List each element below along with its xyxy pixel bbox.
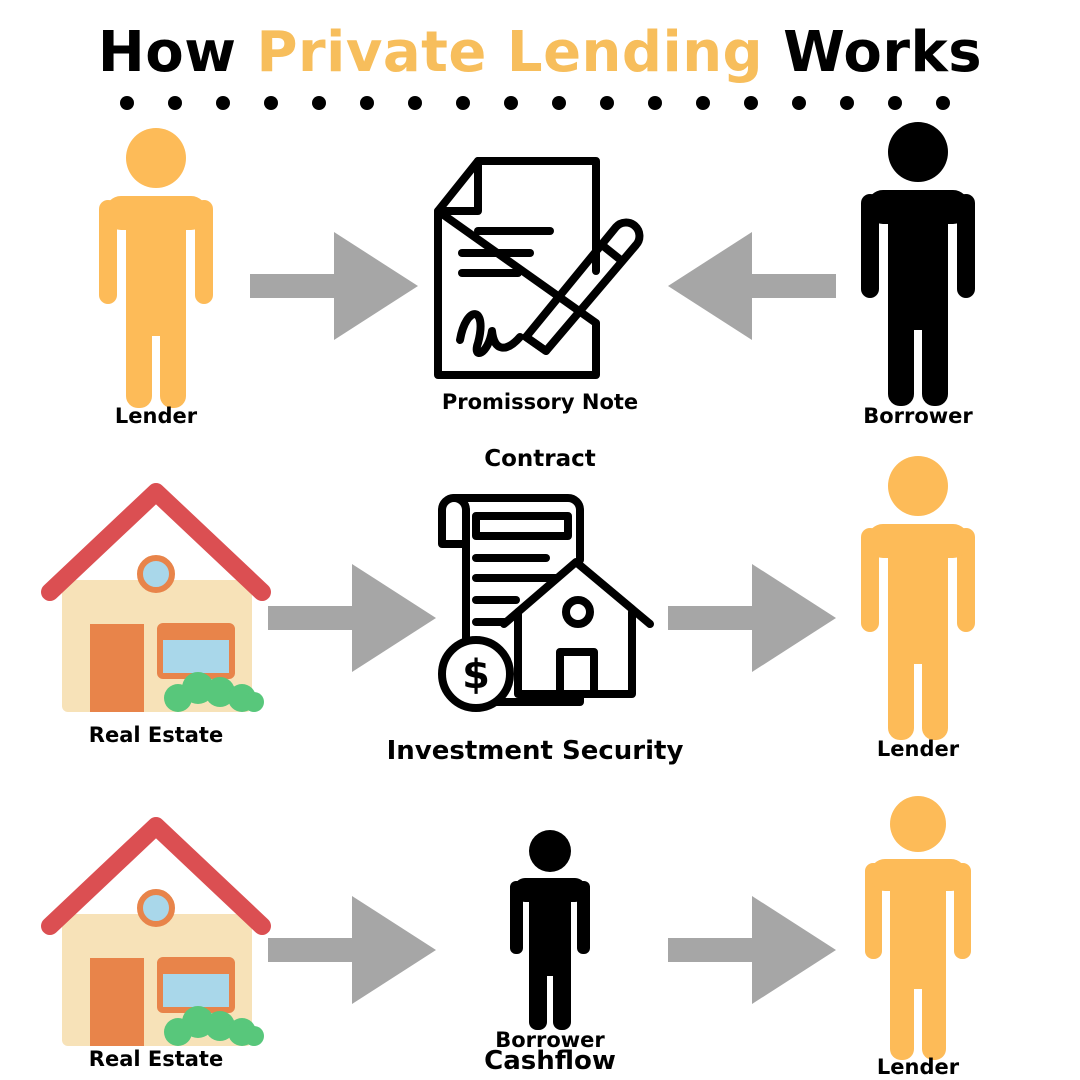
row2-left-label: Real Estate [88, 723, 224, 747]
lender-person-icon [865, 796, 971, 1060]
arrow-right-icon [268, 564, 436, 672]
row1-center-label: Promissory Note [441, 390, 639, 414]
arrow-right-icon [268, 896, 436, 1004]
row3-left-label: Real Estate [88, 1047, 224, 1071]
arrow-right-icon [668, 896, 836, 1004]
title-suffix: Works [783, 20, 983, 85]
arrow-left-icon [668, 232, 836, 340]
lender-person-icon [861, 456, 975, 740]
title-highlight: Private Lending [256, 20, 764, 85]
borrower-person-icon [861, 122, 975, 406]
row3-center-label: Borrower [495, 1028, 605, 1052]
signed-document-icon [434, 157, 644, 379]
arrow-right-icon [668, 564, 836, 672]
svg-text:$: $ [462, 652, 490, 698]
row3-center-sublabel: Cashflow [484, 1046, 616, 1076]
lender-person-icon [99, 128, 213, 408]
row2-top-label: Contract [484, 446, 596, 472]
title-prefix: How [97, 20, 237, 85]
row2-center-label: Investment Security [386, 736, 684, 766]
borrower-person-icon [510, 830, 590, 1030]
arrow-right-icon [250, 232, 418, 340]
row2-right-label: Lender [876, 737, 960, 761]
diagram-title: How Private Lending Works [0, 18, 1080, 88]
property-contract-icon: $ [438, 494, 654, 712]
row1-left-label: Lender [114, 404, 198, 428]
row3-right-label: Lender [876, 1055, 960, 1079]
house-icon [41, 817, 271, 1046]
house-icon [41, 483, 271, 712]
dotted-divider [120, 96, 950, 110]
row1-right-label: Borrower [863, 404, 973, 428]
